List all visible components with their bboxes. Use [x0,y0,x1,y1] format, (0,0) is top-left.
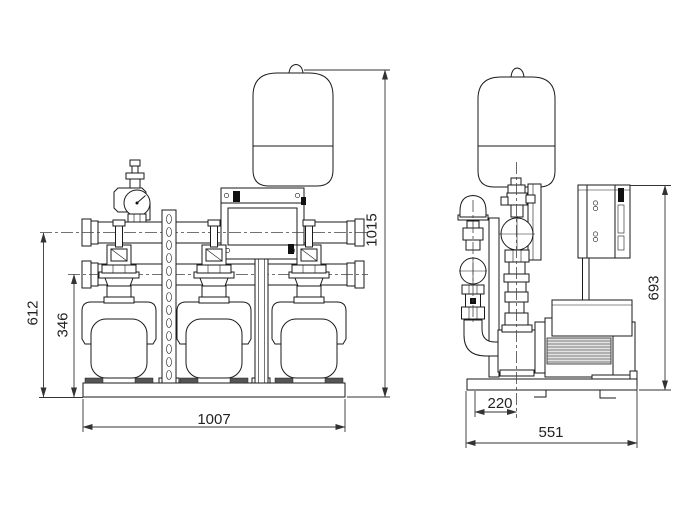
dim-overall-depth: 551 [538,424,563,441]
anchor-foot-right [599,390,616,399]
pump-side [497,321,546,377]
support-strut-cabinet [251,258,271,384]
dim-port-offset: 220 [487,395,512,412]
dim-suction-height: 346 [54,312,71,337]
dim-discharge-height: 612 [24,300,41,325]
dim-front-overall-width: 1007 [197,411,230,428]
dim-front-overall-height: 1015 [363,213,380,246]
suction-elbow [463,319,499,357]
front-view: 1015 612 346 1007 [24,63,390,432]
motor-terminal-box [551,299,633,337]
gauge-needle [136,195,146,204]
tank-valve-cap-side [510,67,525,78]
side-view: 220 551 693 [457,67,671,448]
control-cabinet-front [220,187,306,260]
anchor-foot-left [534,390,547,398]
pipe-support-bracket [488,217,500,378]
base-frame-side [466,370,638,399]
tank-valve-cap [288,63,304,74]
diaphragm-tank-side [477,67,556,188]
base-frame-front [82,382,346,398]
side-dimensions: 220 551 693 [465,185,671,448]
diaphragm-tank-front [252,63,334,187]
valve-lever [525,194,536,204]
dim-cabinet-height: 693 [645,275,662,300]
cabinet-label-mark [233,191,240,202]
control-cabinet-side [577,184,631,259]
front-dimensions: 1015 612 346 1007 [24,69,390,432]
cabinet-support-column [582,257,590,303]
pressure-gauge-assembly [113,159,151,223]
support-strut-slotted [158,209,180,384]
